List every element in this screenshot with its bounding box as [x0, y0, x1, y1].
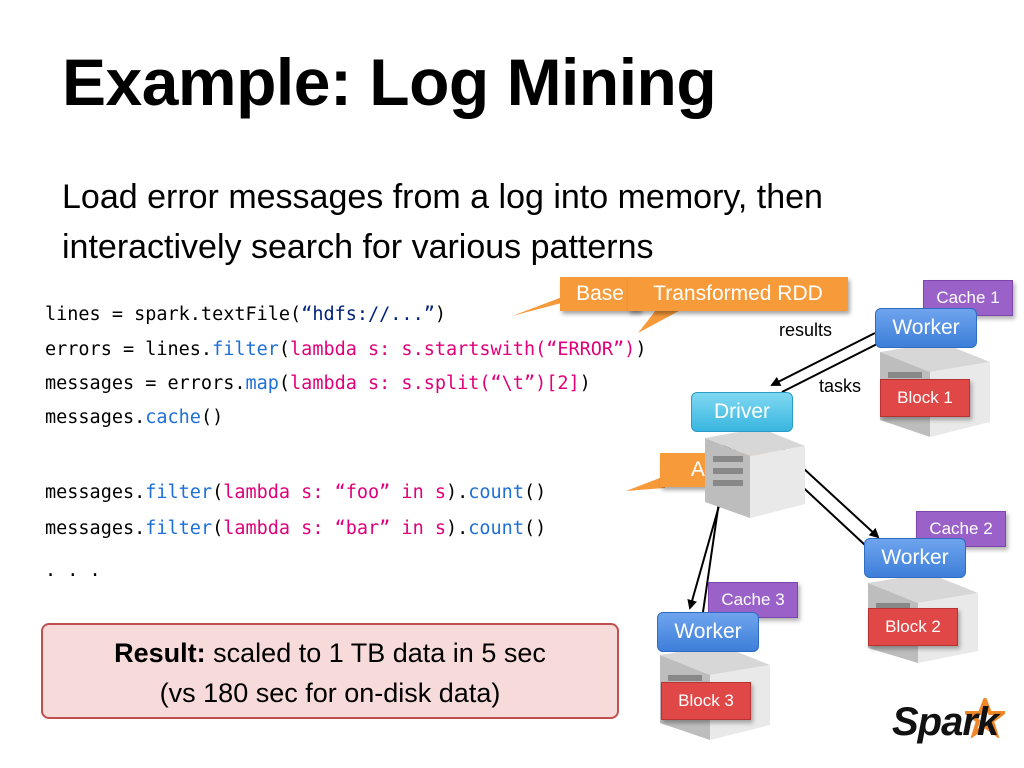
results-edge-label: results: [779, 320, 833, 340]
code-token: lambda s: s.split(“\t”)[2]: [290, 373, 580, 394]
result-text-2: (vs 180 sec for on-disk data): [159, 678, 501, 708]
driver-node: Driver: [691, 392, 793, 432]
code-token: (: [278, 373, 291, 394]
code-line-cache: messages.cache(): [45, 407, 223, 428]
code-token: lines = spark.textFile(: [45, 304, 302, 325]
code-token: (: [278, 339, 291, 360]
transformed-rdd-callout: Transformed RDD: [628, 277, 848, 311]
code-line-ellipsis: . . .: [45, 560, 101, 581]
code-token: ): [635, 339, 647, 360]
code-token: filter: [212, 339, 279, 360]
code-line-textfile: lines = spark.textFile(“hdfs://...”): [45, 304, 446, 325]
spark-logo: Spark: [892, 700, 999, 744]
code-token: lambda s: s.startswith(“ERROR”): [290, 339, 636, 360]
result-bold-label: Result:: [114, 638, 206, 668]
worker-3-node: Worker: [657, 612, 759, 652]
code-token: errors = lines.: [45, 339, 213, 360]
code-token: count: [468, 518, 524, 539]
code-token: “hdfs://...”: [301, 304, 435, 325]
code-token: filter: [145, 518, 213, 539]
code-line-errors: errors = lines.filter(lambda s: s.starts…: [45, 339, 646, 360]
worker-1-node: Worker: [875, 308, 977, 348]
code-line-count-bar: messages.filter(lambda s: “bar” in s).co…: [45, 518, 546, 539]
code-token: ).: [445, 482, 469, 503]
arrow-tasks-1: [781, 339, 887, 393]
result-text-1: scaled to 1 TB data in 5 sec: [205, 638, 546, 668]
block-3-label: Block 3: [661, 682, 751, 720]
code-token: (): [200, 407, 224, 428]
code-token: filter: [145, 482, 213, 503]
code-token: messages = errors.: [45, 373, 246, 394]
code-token: messages.: [45, 407, 146, 428]
code-token: ): [579, 373, 591, 394]
code-token: ).: [445, 518, 469, 539]
code-token: map: [245, 373, 279, 394]
arrow-results: [770, 332, 876, 386]
code-token: count: [468, 482, 524, 503]
code-token: (): [523, 482, 547, 503]
slide-title: Example: Log Mining: [62, 45, 717, 119]
code-token: (: [212, 482, 224, 503]
code-token: lambda s: “bar” in s: [223, 518, 446, 539]
block-2-label: Block 2: [868, 608, 958, 646]
code-token: messages.: [45, 518, 146, 539]
result-line-1: Result: scaled to 1 TB data in 5 sec: [43, 633, 617, 673]
spark-star-icon: [965, 698, 1005, 738]
slide-subtitle: Load error messages from a log into memo…: [62, 178, 823, 266]
tasks-edge-label: tasks: [819, 376, 862, 396]
block-1-label: Block 1: [880, 379, 970, 417]
transformed-callout-pointer: [638, 305, 690, 333]
code-token: messages.: [45, 482, 146, 503]
action-callout-pointer: [626, 476, 665, 491]
worker-2-node: Worker: [864, 538, 966, 578]
code-token: (: [212, 518, 224, 539]
driver-server-icon: [705, 428, 805, 518]
code-token: . . .: [45, 560, 101, 581]
code-token: lambda s: “foo” in s: [223, 482, 446, 503]
code-token: ): [434, 304, 446, 325]
code-line-count-foo: messages.filter(lambda s: “foo” in s).co…: [45, 482, 546, 503]
result-box: Result: scaled to 1 TB data in 5 sec (vs…: [41, 623, 619, 719]
code-token: (): [523, 518, 547, 539]
base-callout: Base: [560, 277, 640, 311]
code-line-messages: messages = errors.map(lambda s: s.split(…: [45, 373, 591, 394]
code-token: cache: [145, 407, 201, 428]
